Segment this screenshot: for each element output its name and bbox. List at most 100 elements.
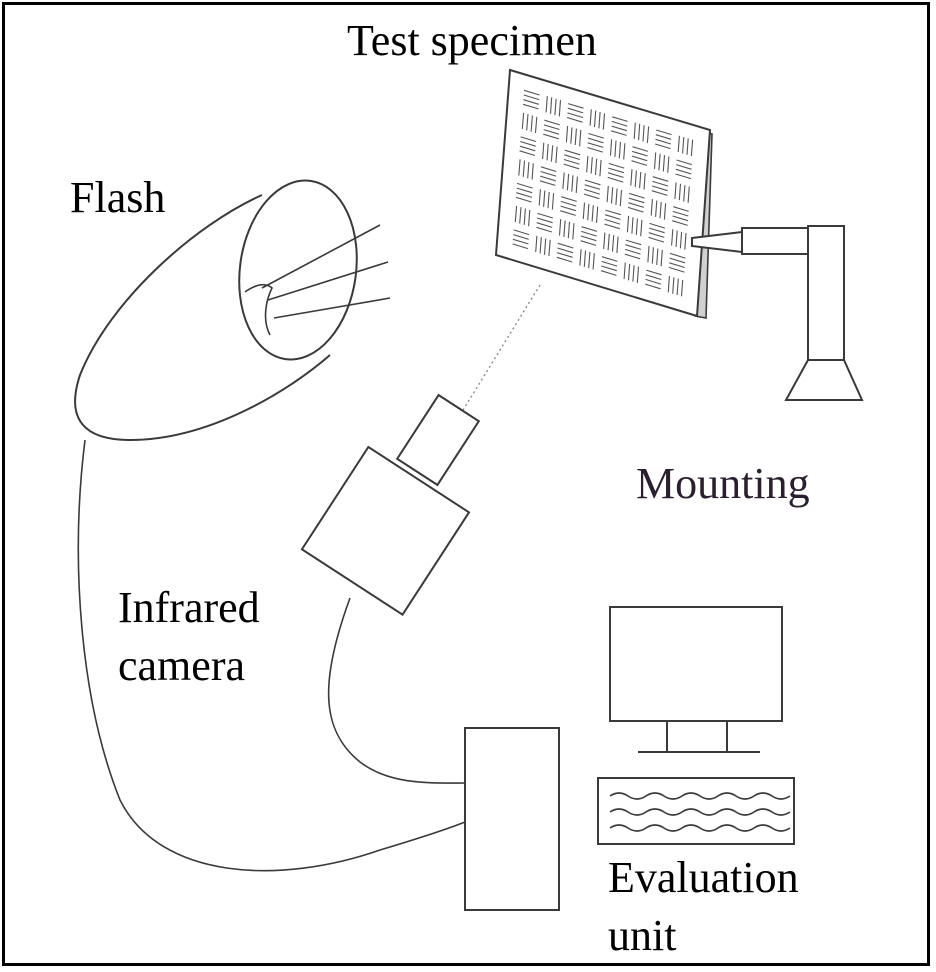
specimen-pattern-line [678, 183, 682, 201]
specimen-pattern-line [537, 212, 554, 219]
specimen-pattern-line [669, 252, 686, 259]
specimen-pattern-line [520, 136, 537, 143]
specimen-pattern-line [587, 142, 604, 148]
specimen-pattern-line [593, 110, 597, 128]
flash-cable [77, 439, 466, 872]
specimen-pattern-line [672, 215, 689, 222]
specimen-pattern-line [536, 222, 553, 228]
specimen-pattern-line [673, 206, 689, 212]
specimen-pattern-line [542, 142, 545, 160]
specimen-pattern-line [558, 100, 562, 117]
specimen-pattern-line [672, 220, 688, 226]
specimen-pattern-line [574, 128, 577, 146]
specimen-pattern-line [603, 232, 606, 249]
specimen-pattern-line [601, 260, 618, 267]
infrared-camera [300, 393, 481, 617]
specimen-pattern-line [565, 125, 569, 143]
specimen-pattern [512, 89, 694, 297]
specimen-pattern-line [602, 113, 606, 130]
specimen-pattern-line [583, 250, 587, 267]
specimen-pattern-line [588, 251, 591, 269]
specimen-pattern-line [607, 233, 610, 251]
label-evaluation-unit-line2: unit [608, 911, 676, 960]
mount-base [784, 359, 864, 401]
specimen-pattern-line [563, 220, 566, 237]
specimen-pattern-line [604, 214, 621, 220]
test-specimen-panel [494, 68, 713, 319]
label-flash: Flash [70, 173, 165, 222]
specimen-pattern-line [628, 202, 645, 208]
specimen-pattern-line [630, 169, 633, 186]
specimen-pattern-line [566, 173, 570, 191]
specimen-pattern-line [611, 235, 615, 252]
flash-ray-3 [273, 297, 391, 319]
specimen-pattern-line [616, 236, 619, 253]
specimen-pattern-line [581, 230, 597, 237]
specimen-pattern-line [634, 170, 637, 187]
specimen-pattern-line [640, 219, 643, 237]
flash-reflector [238, 179, 358, 361]
specimen-pattern-line [667, 275, 670, 293]
specimen-pattern-line [562, 172, 565, 189]
specimen-pattern-line [619, 189, 623, 207]
specimen-pattern-line [523, 208, 526, 225]
label-infrared-camera-line1: Infrared [118, 583, 260, 632]
evaluation-unit [464, 606, 795, 911]
specimen-pattern-line [564, 154, 580, 161]
specimen-pattern-line [612, 116, 628, 122]
specimen-pattern-line [627, 206, 644, 213]
specimen-pattern-line [556, 256, 573, 263]
specimen-pattern-line [662, 155, 666, 172]
specimen-pattern-line [649, 227, 665, 234]
specimen-pattern-line [540, 166, 557, 173]
specimen-pattern-line [610, 187, 614, 204]
specimen-pattern-line [636, 266, 640, 283]
flash-bulb [244, 283, 273, 336]
specimen-pattern-line [563, 158, 580, 165]
specimen-pattern-line [535, 235, 538, 253]
specimen-pattern-line [543, 129, 560, 135]
specimen-pattern-line [631, 217, 634, 234]
specimen-pattern-line [672, 210, 689, 217]
keyboard-row-1 [609, 792, 791, 800]
specimen-pattern-line [589, 109, 592, 126]
specimen-pattern-line [557, 242, 574, 249]
label-infrared-camera-line2: camera [118, 641, 245, 690]
specimen-pattern-line [588, 132, 604, 139]
specimen-pattern-line [618, 141, 622, 159]
specimen-pattern-line [538, 189, 541, 206]
specimen-pattern-line [571, 175, 574, 192]
specimen-pattern-line [601, 265, 617, 272]
specimen-pattern-line [514, 205, 518, 223]
mount-post [807, 225, 845, 361]
specimen-pattern-line [624, 248, 641, 255]
specimen-pattern-line [540, 175, 556, 182]
specimen-pattern-line [551, 193, 555, 210]
specimen-pattern-line [650, 199, 653, 216]
specimen-pattern-line [513, 234, 529, 240]
specimen-pattern-line [518, 159, 521, 176]
specimen-pattern-line [645, 274, 662, 281]
specimen-pattern-line [590, 157, 593, 174]
specimen-pattern-line [582, 202, 586, 219]
specimen-pattern-line [607, 176, 624, 183]
specimen-pattern-line [543, 190, 546, 207]
specimen-pattern-line [656, 248, 659, 265]
specimen-pattern-line [623, 143, 626, 160]
specimen-pattern-line [599, 159, 602, 177]
specimen-pattern-line [655, 134, 672, 140]
specimen-pattern-line [520, 140, 536, 147]
specimen-pattern-line [512, 243, 529, 250]
specimen-pattern-line [554, 98, 557, 116]
specimen-pattern-line [516, 192, 533, 198]
specimen-pattern-line [558, 219, 562, 236]
flash-lamp [74, 179, 391, 442]
specimen-pattern-line [660, 249, 663, 267]
specimen-pattern-line [534, 116, 538, 134]
specimen-pattern-line [652, 176, 669, 182]
specimen-pattern-line [632, 265, 635, 282]
specimen-pattern-line [604, 218, 621, 225]
specimen-pattern-line [519, 145, 536, 152]
specimen-pattern-line [545, 96, 548, 113]
specimen-pattern-line [516, 187, 533, 194]
